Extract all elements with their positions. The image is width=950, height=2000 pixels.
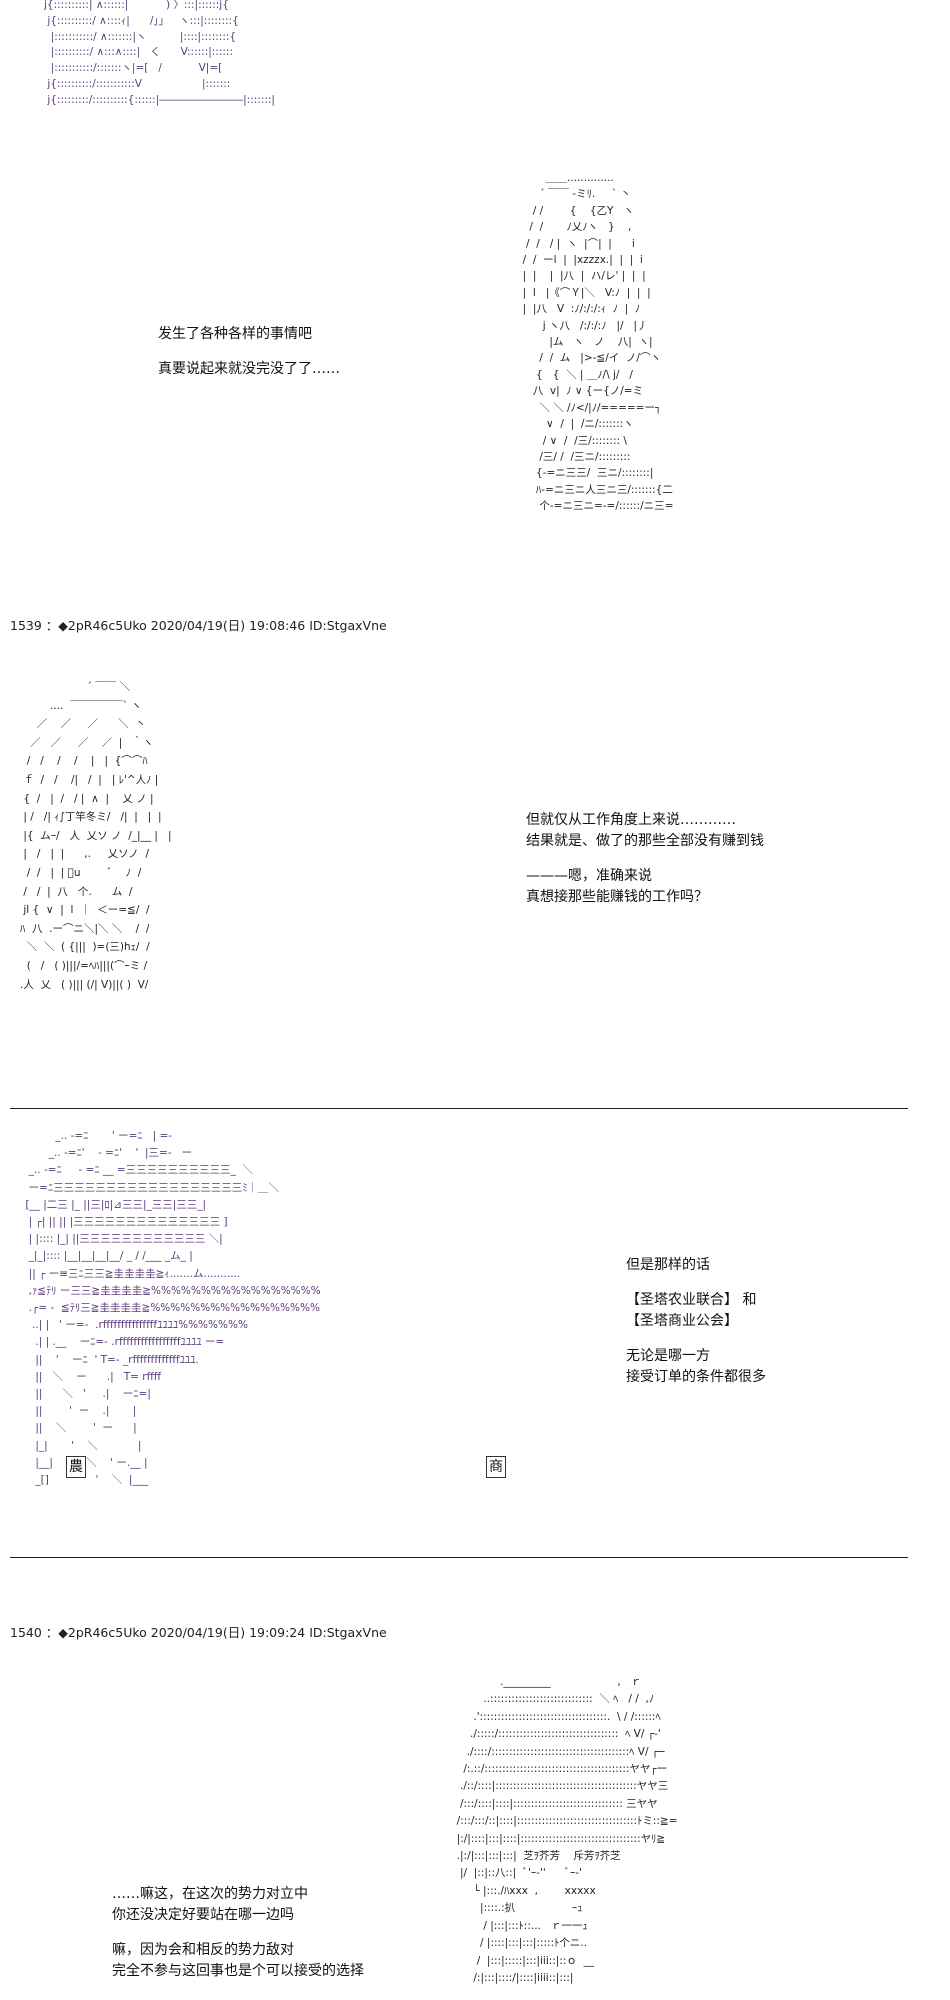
dialog-line: 【圣塔农业联合】 和 [626, 1292, 757, 1308]
ascii-art-girl-three: ._________ , ｒ ..:::::::::::::::::::::::… [456, 1676, 678, 1984]
dialog-line: 结果就是、做了的那些全部没有赚到钱 [526, 833, 764, 849]
post-trip: ◆2pR46c5Uko [58, 618, 147, 633]
post-number[interactable]: 1540 [10, 1625, 42, 1640]
dialog-line: 发生了各种各样的事情吧 [158, 326, 312, 342]
dialog-2: 但就仅从工作角度上来说………… 结果就是、做了的那些全部没有赚到钱 ———嗯，准… [526, 810, 764, 908]
dialog-gap [158, 345, 340, 359]
post-datetime: 2020/04/19(日) 19:09:24 [150, 1625, 306, 1640]
ascii-art-girl-one: ＿＿.............. ´ ￣￣ ‐ミﾘ. ` 丶 / / { {乙Y… [522, 172, 674, 513]
dialog-line: 接受订单的条件都很多 [626, 1369, 766, 1385]
post-number[interactable]: 1539 [10, 618, 42, 633]
dialog-line: ———嗯，准确来说 [526, 868, 652, 884]
post-header: 1540 ：◆2pR46c5Uko 2020/04/19(日) 19:09:24… [10, 1625, 387, 1640]
dialog-4: ……嘛这，在这次的势力对立中 你还没决定好要站在哪一边吗 嘛，因为会和相反的势力… [112, 1884, 364, 1982]
dialog-gap [626, 1276, 766, 1290]
dialog-line: 真要说起来就没完没了了…… [158, 361, 340, 377]
dialog-line: 嘛，因为会和相反的势力敌对 [112, 1942, 294, 1958]
ascii-art-building: _.. -=ﾆ ' ー=ﾆ | =- _.. -=ﾆ' - =ﾆ' ' |三=-… [25, 1130, 321, 1487]
dialog-line: ……嘛这，在这次的势力对立中 [112, 1886, 308, 1902]
post-trip: ◆2pR46c5Uko [58, 1625, 147, 1640]
dialog-line: 真想接那些能赚钱的工作吗？ [526, 889, 708, 905]
dialog-line: 你还没决定好要站在哪一边吗 [112, 1907, 294, 1923]
divider [10, 1557, 908, 1558]
dialog-line: 无论是哪一方 [626, 1348, 710, 1364]
post-id[interactable]: ID:StgaxVne [309, 618, 387, 633]
dialog-1: 发生了各种各样的事情吧 真要说起来就没完没了了…… [158, 324, 340, 380]
dialog-gap [112, 1926, 364, 1940]
dialog-3: 但是那样的话 【圣塔农业联合】 和 【圣塔商业公会】 无论是哪一方 接受订单的条… [626, 1255, 766, 1388]
post-datetime: 2020/04/19(日) 19:08:46 [150, 618, 306, 633]
dialog-line: 完全不参与这回事也是个可以接受的选择 [112, 1963, 364, 1979]
sign-agriculture: 農 [66, 1456, 86, 1478]
post-id[interactable]: ID:StgaxVne [309, 1625, 387, 1640]
dialog-line: 但就仅从工作角度上来说………… [526, 812, 736, 828]
ascii-art-girl-two: ´ ￣￣ ＼ .... ￣￣￣￣￣` ヽ ／ ／ ／ ＼ 丶 ／ ／ ／ ／ |… [20, 681, 172, 991]
dialog-line: 但是那样的话 [626, 1257, 710, 1273]
dialog-line: 【圣塔商业公会】 [626, 1313, 738, 1329]
divider [10, 1108, 908, 1109]
dialog-gap [626, 1332, 766, 1346]
post-header: 1539 ：◆2pR46c5Uko 2020/04/19(日) 19:08:46… [10, 618, 387, 633]
ascii-art-top-fragment: j{::::::::::| ∧::::::| ￣￣) 〉:::|::::::j{… [44, 0, 275, 106]
sign-commerce: 商 [486, 1456, 506, 1478]
dialog-gap [526, 852, 764, 866]
